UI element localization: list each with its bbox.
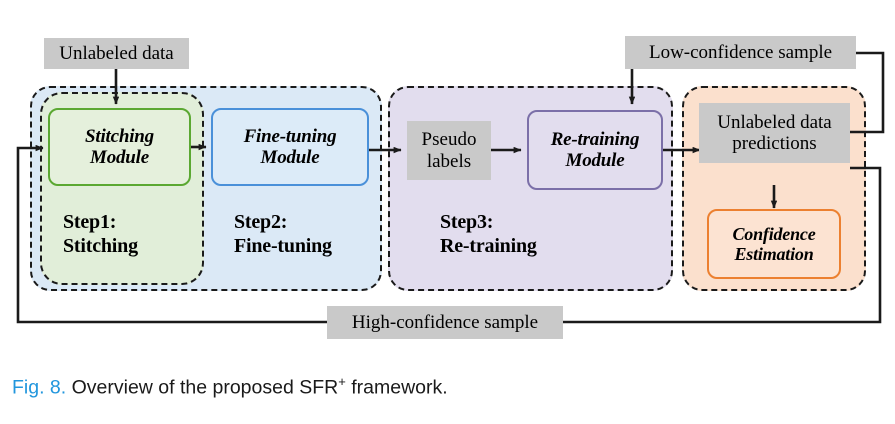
module-finetuning-label: Fine-tuning Module <box>243 125 337 168</box>
chip-unlabeled-data-label: Unlabeled data <box>59 42 174 64</box>
chip-low-confidence-sample-label: Low-confidence sample <box>648 41 833 63</box>
chip-unlabeled-predictions: Unlabeled data predictions <box>699 103 850 163</box>
figure-caption: Fig. 8. Overview of the proposed SFR+ fr… <box>12 374 882 400</box>
module-retraining[interactable]: Re-training Module <box>527 110 663 190</box>
module-retraining-label: Re-training Module <box>550 128 640 171</box>
step-label-step3: Step3: Re-training <box>440 211 537 257</box>
chip-high-confidence-sample-label: High-confidence sample <box>351 311 539 333</box>
figure-caption-text: Overview of the proposed SFR <box>71 376 339 399</box>
figure-caption-tail: framework. <box>345 376 448 399</box>
module-stitching[interactable]: Stitching Module <box>48 108 191 186</box>
chip-low-confidence-sample: Low-confidence sample <box>625 36 856 69</box>
figure-caption-superscript: + <box>338 374 346 389</box>
step-label-step2: Step2: Fine-tuning <box>234 211 332 257</box>
chip-high-confidence-sample: High-confidence sample <box>327 306 563 339</box>
chip-pseudo-labels: Pseudo labels <box>407 121 491 180</box>
module-confidence-estimation-label: Confidence Estimation <box>732 223 816 264</box>
module-confidence-estimation[interactable]: Confidence Estimation <box>707 209 841 279</box>
figure-number: Fig. 8. <box>12 376 67 399</box>
chip-unlabeled-data: Unlabeled data <box>44 38 189 69</box>
chip-unlabeled-predictions-label: Unlabeled data predictions <box>717 111 832 154</box>
module-stitching-label: Stitching Module <box>85 125 154 168</box>
module-finetuning[interactable]: Fine-tuning Module <box>211 108 369 186</box>
step-label-step1: Step1: Stitching <box>63 211 138 257</box>
chip-pseudo-labels-label: Pseudo labels <box>421 129 477 172</box>
